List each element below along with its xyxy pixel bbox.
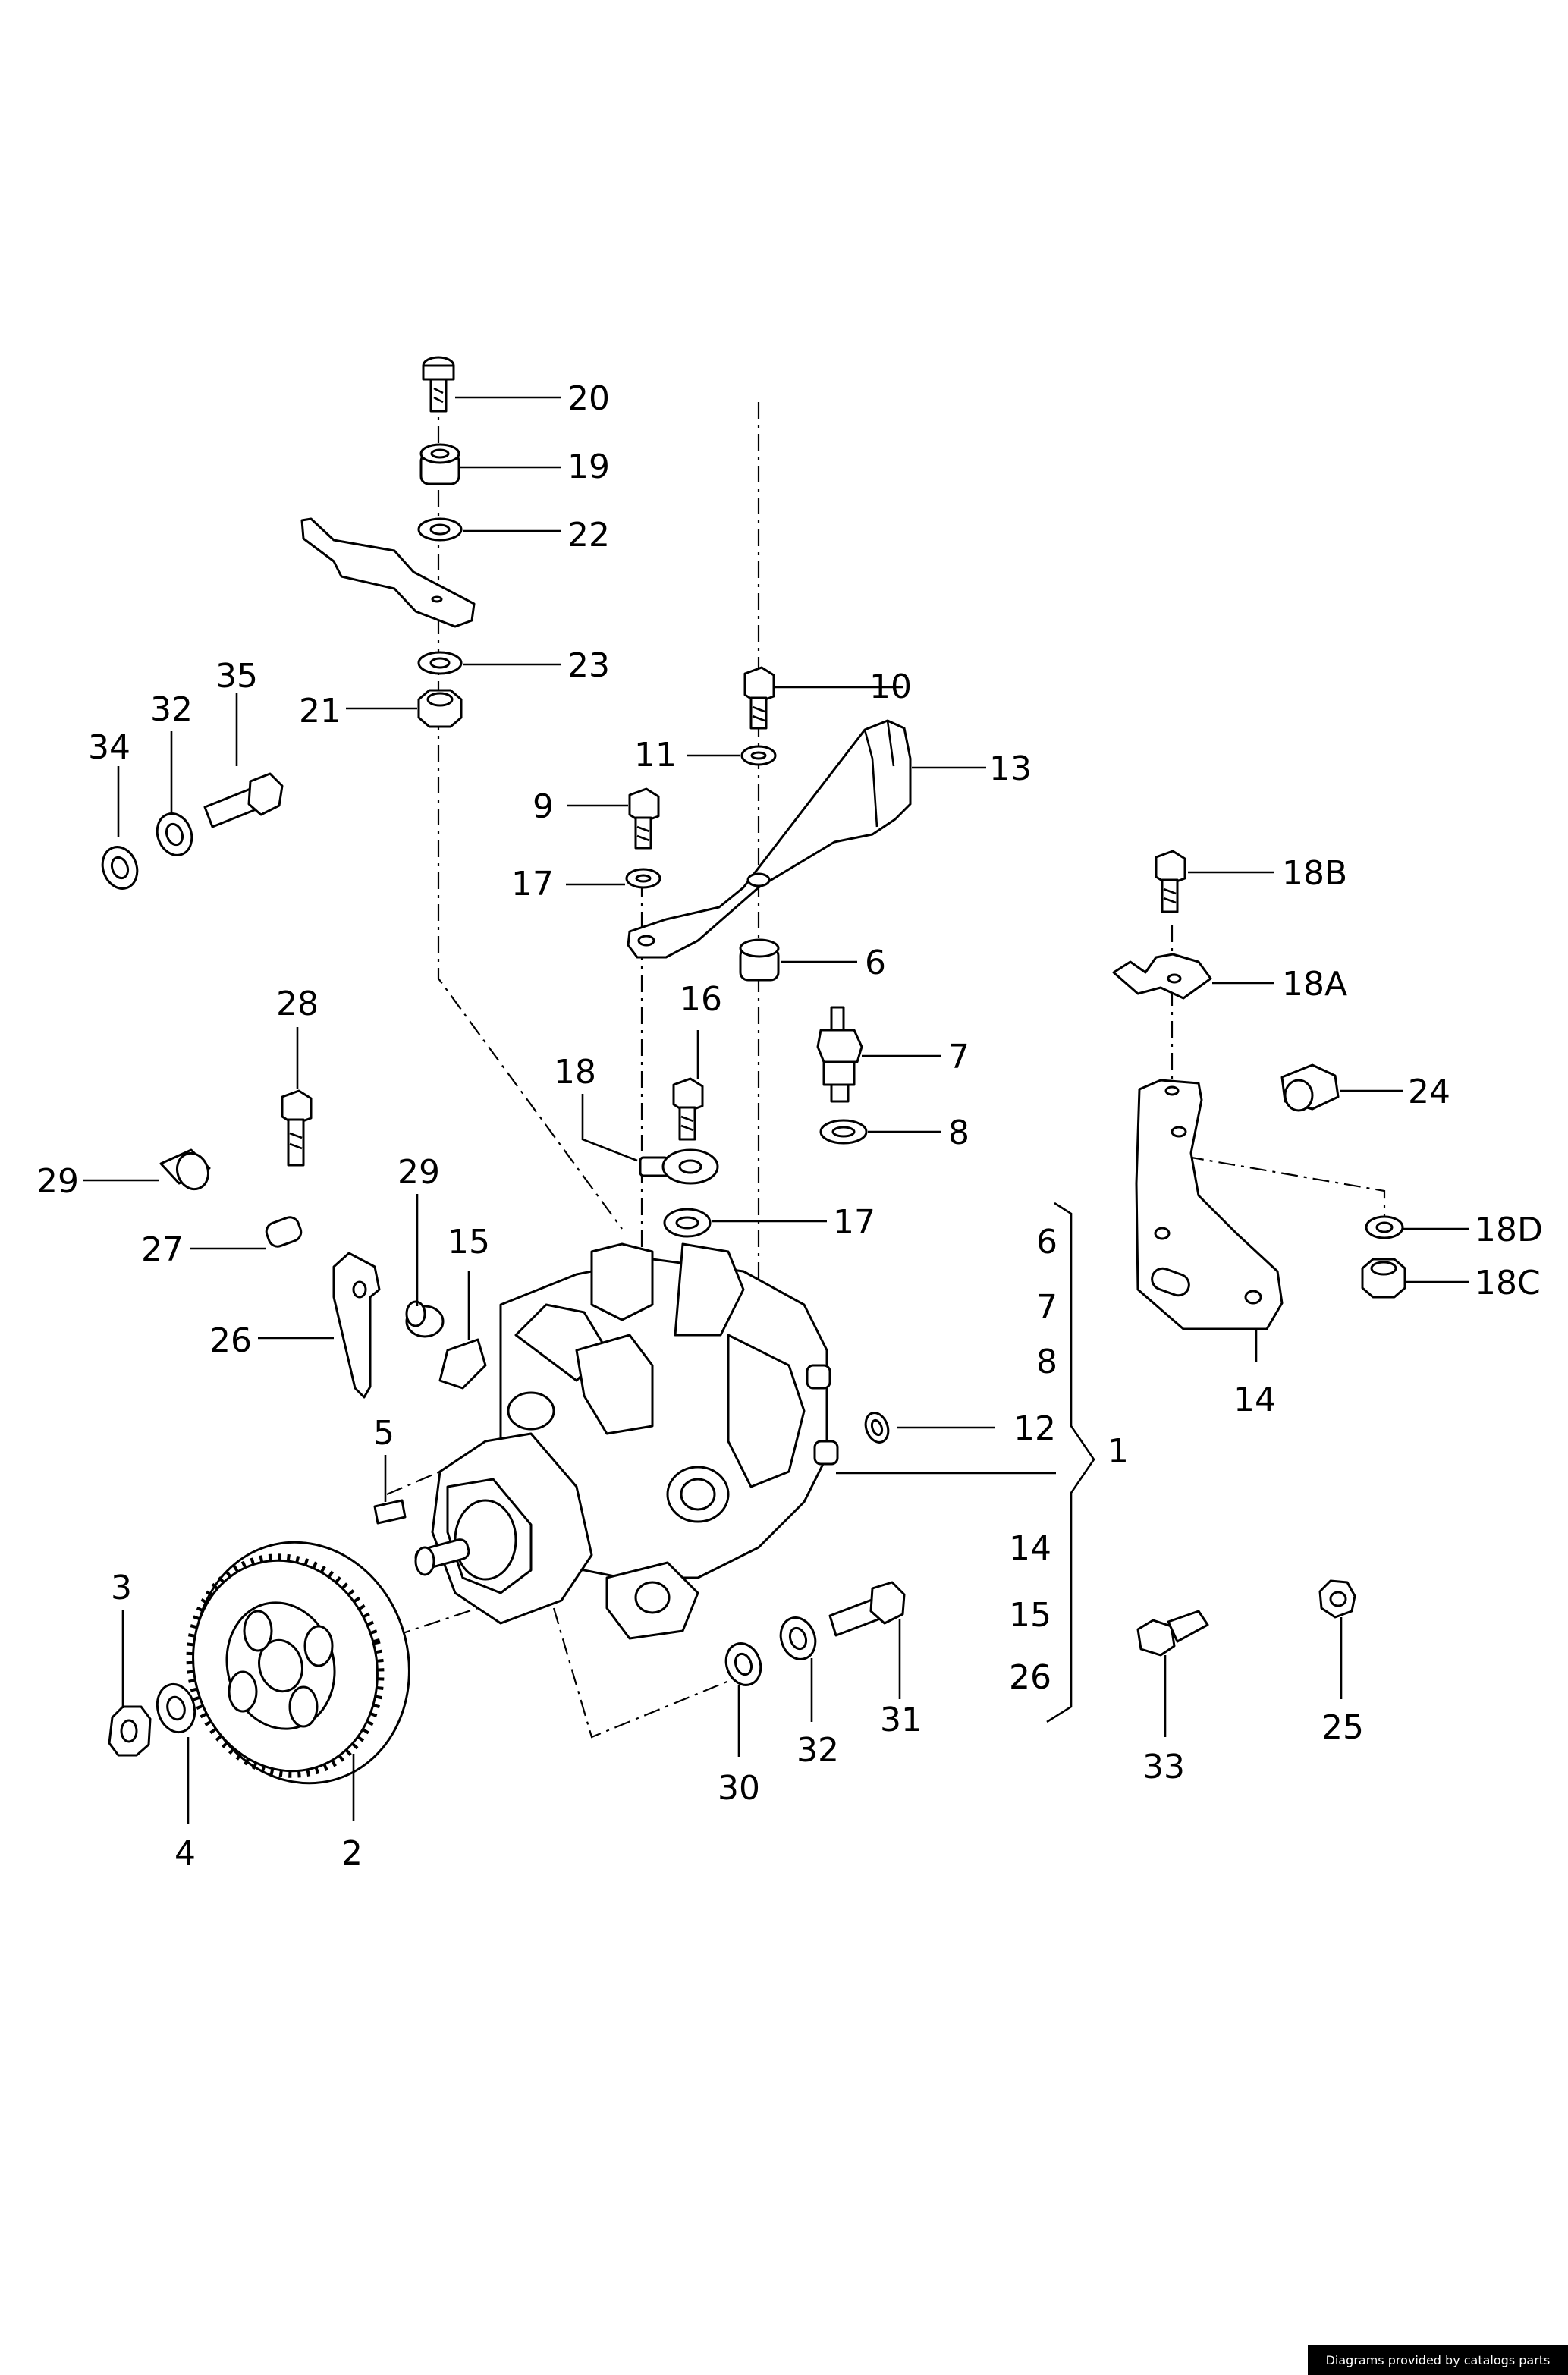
washer-4 [156, 1682, 196, 1734]
callout-18d: 18D [1475, 1211, 1543, 1249]
washer-11 [740, 745, 777, 766]
callout-5: 5 [373, 1414, 394, 1453]
callout-29-right: 29 [397, 1153, 440, 1192]
callout-8-top: 8 [948, 1114, 969, 1152]
nut-25 [1318, 1579, 1356, 1619]
sensor-7 [816, 1006, 863, 1103]
washer-17-upper [625, 868, 661, 889]
washer-8 [819, 1119, 868, 1145]
bracket-13 [627, 719, 912, 959]
group-member-6: 6 [1036, 1223, 1057, 1261]
injection-pump [414, 1242, 839, 1640]
bolt-10 [743, 666, 775, 730]
callout-30: 30 [718, 1769, 760, 1808]
callout-27: 27 [141, 1230, 184, 1269]
callout-10: 10 [869, 668, 912, 706]
plug-24 [1280, 1063, 1340, 1112]
credit-text: Diagrams provided by catalogs parts [1325, 2352, 1551, 2367]
callout-25: 25 [1321, 1708, 1364, 1747]
banjo-18 [639, 1148, 719, 1185]
washer-30 [724, 1642, 762, 1686]
callout-21: 21 [299, 692, 341, 730]
group-member-14: 14 [1009, 1529, 1051, 1568]
callout-15-clip: 15 [448, 1223, 490, 1261]
washer-17-lower [663, 1208, 712, 1238]
callout-9: 9 [533, 787, 554, 826]
fitting-33 [1136, 1610, 1209, 1657]
leader-lines [83, 396, 1469, 1824]
callout-32-upper: 32 [150, 690, 193, 729]
callout-35: 35 [215, 657, 258, 696]
washer-32-upper [156, 812, 193, 856]
callout-20: 20 [567, 379, 610, 418]
clip-18a [1112, 953, 1212, 1000]
callout-18: 18 [554, 1053, 596, 1092]
callout-32-lower: 32 [797, 1731, 839, 1770]
callout-14-bracket: 14 [1233, 1381, 1276, 1419]
callout-3: 3 [111, 1569, 132, 1607]
bolt-18b [1155, 850, 1186, 913]
nut-21 [417, 689, 463, 728]
callout-6-top: 6 [865, 944, 886, 982]
spacer-6 [739, 938, 780, 982]
group-member-15: 15 [1009, 1596, 1051, 1635]
screw-20 [422, 356, 455, 413]
lever-26 [332, 1252, 381, 1399]
bracket-14 [1135, 1079, 1284, 1330]
nut-18c [1361, 1258, 1406, 1299]
group-member-8: 8 [1036, 1343, 1057, 1381]
callout-18b: 18B [1282, 854, 1347, 893]
bolt-16 [672, 1077, 704, 1141]
callout-23: 23 [567, 646, 610, 685]
washer-22 [417, 517, 463, 542]
callout-18a: 18A [1282, 965, 1347, 1004]
clip-15 [438, 1338, 487, 1390]
credit-footer: Diagrams provided by catalogs parts [1308, 2345, 1568, 2375]
group-1-bracket [1046, 1202, 1095, 1723]
callout-18c: 18C [1475, 1264, 1541, 1302]
group-1-members: 6 7 8 12 14 15 26 [1009, 1223, 1057, 1697]
group-member-7: 7 [1036, 1288, 1057, 1327]
callout-11: 11 [634, 736, 677, 774]
nut-3 [108, 1705, 152, 1757]
washer-34 [101, 846, 139, 890]
callout-7-top: 7 [948, 1038, 969, 1076]
group-member-26: 26 [1009, 1658, 1051, 1697]
sleeve-27 [265, 1216, 303, 1248]
callout-22: 22 [567, 516, 610, 554]
callout-19: 19 [567, 448, 610, 486]
callouts: 20 19 22 23 21 34 32 35 10 11 13 9 17 6 … [36, 379, 1543, 1873]
callout-17-upper: 17 [511, 865, 554, 903]
washer-18d [1365, 1215, 1404, 1239]
callout-4: 4 [174, 1834, 196, 1873]
callout-33: 33 [1142, 1748, 1185, 1786]
bolt-31 [828, 1581, 906, 1637]
callout-17-lower: 17 [833, 1203, 875, 1242]
callout-29-left: 29 [36, 1162, 79, 1201]
bolt-9 [628, 787, 660, 850]
key-5 [373, 1499, 407, 1525]
o-ring-12 [864, 1412, 890, 1444]
callout-24: 24 [1408, 1073, 1450, 1111]
timing-gear-2 [186, 1541, 410, 1785]
bolt-35 [203, 772, 284, 828]
callout-12: 12 [1013, 1409, 1056, 1448]
washer-32-lower [779, 1616, 817, 1660]
callout-26-lever: 26 [209, 1321, 252, 1360]
callout-2: 2 [341, 1834, 363, 1873]
washer-23 [417, 651, 463, 675]
sleeve-29-right [405, 1300, 445, 1338]
sleeve-29-left [159, 1148, 211, 1191]
callout-28: 28 [276, 985, 319, 1023]
callout-34: 34 [88, 728, 130, 767]
throttle-strap [300, 517, 476, 628]
bolt-28 [281, 1089, 313, 1167]
callout-16: 16 [680, 980, 722, 1019]
spacer-19 [419, 443, 460, 485]
callout-13: 13 [989, 749, 1032, 788]
callout-1: 1 [1108, 1432, 1129, 1471]
callout-31: 31 [880, 1701, 922, 1739]
